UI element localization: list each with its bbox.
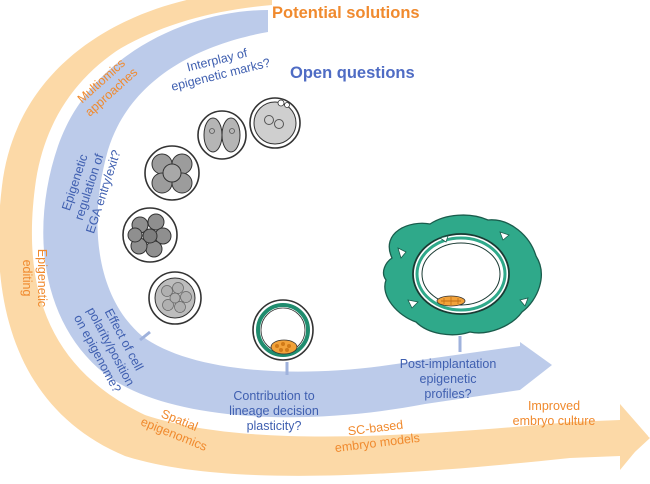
svg-text:plasticity?: plasticity? — [247, 419, 302, 433]
morula-embryo — [148, 271, 202, 325]
label-improved-culture: Improved embryo culture — [513, 399, 596, 428]
svg-text:editing: editing — [20, 260, 34, 297]
open-questions-title: Open questions — [290, 64, 415, 82]
svg-text:SC-based: SC-based — [347, 418, 404, 439]
label-post-implantation: Post-implantation epigenetic profiles? — [400, 357, 497, 401]
four-cell-embryo — [144, 145, 200, 201]
eight-cell-embryo — [122, 207, 178, 263]
svg-text:Post-implantation: Post-implantation — [400, 357, 497, 371]
svg-text:Improved: Improved — [528, 399, 580, 413]
label-epigenetic-editing: Epigenetic editing — [20, 249, 49, 307]
two-cell-embryo — [197, 110, 247, 160]
svg-text:embryo culture: embryo culture — [513, 414, 596, 428]
label-lineage: Contribution to lineage decision plastic… — [229, 389, 319, 433]
svg-text:profiles?: profiles? — [424, 387, 471, 401]
svg-text:Epigenetic: Epigenetic — [35, 249, 49, 307]
svg-text:lineage decision: lineage decision — [229, 404, 319, 418]
svg-text:epigenetic: epigenetic — [420, 372, 477, 386]
blastocyst-embryo — [252, 299, 314, 361]
zygote-embryo — [249, 97, 301, 149]
blue-arrow-notch — [268, 8, 285, 34]
blue-arrow-band — [43, 10, 520, 418]
connector-tick — [139, 330, 151, 342]
potential-solutions-title: Potential solutions — [272, 4, 420, 22]
svg-text:Contribution to: Contribution to — [233, 389, 314, 403]
post-implantation-embryo — [382, 214, 542, 336]
